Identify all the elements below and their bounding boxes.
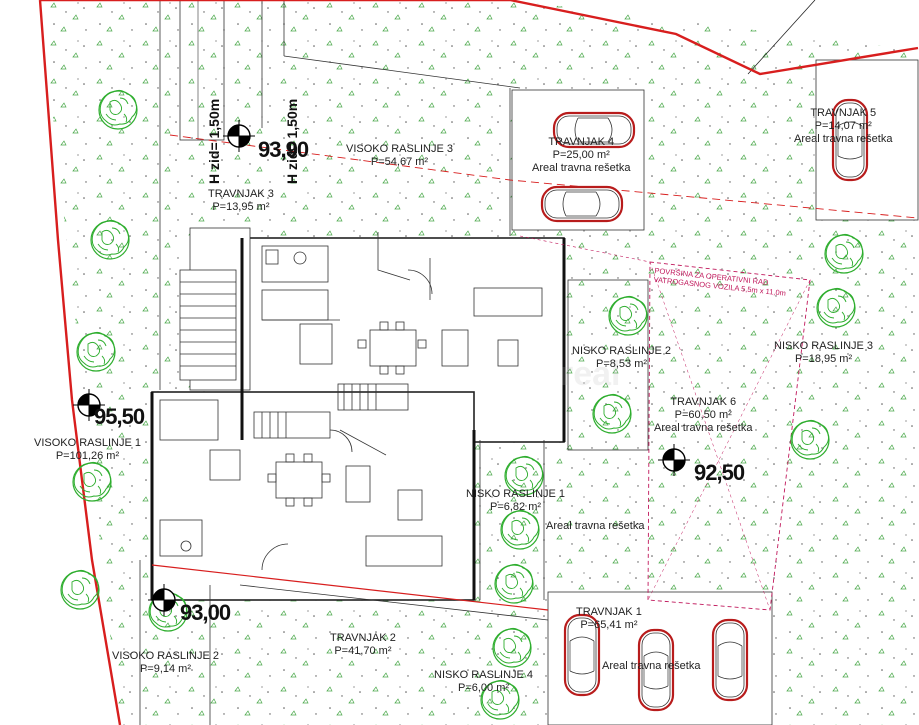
house-lower-footprint (151, 391, 475, 601)
elevation-label: 95,50 (94, 404, 145, 429)
external-stairs (179, 269, 237, 381)
car-icon (540, 185, 624, 223)
wall-height-label: H zid= 1,50m (284, 98, 300, 184)
zone-note-nisko-raslinje-1: Areal travna rešetka (546, 520, 645, 532)
car-icon (711, 618, 749, 702)
elevation-label: 93,00 (180, 600, 231, 625)
watermark: real (560, 355, 621, 393)
elevation-label: 92,50 (694, 460, 745, 485)
walkway-left (179, 0, 225, 141)
lower-terrace (567, 279, 649, 451)
zone-note-travnjak-1: Areal travna rešetka (602, 660, 701, 672)
lower-unit-interior (159, 399, 443, 571)
wall-height-label: H zid= 1,50m (206, 98, 222, 184)
plot-boundary (38, 0, 122, 725)
road-line (747, 0, 816, 75)
upper-unit-interior (261, 232, 543, 411)
elevation-label: 93,90 (258, 137, 309, 162)
setback-line (169, 134, 919, 219)
tree-icon (60, 569, 100, 610)
